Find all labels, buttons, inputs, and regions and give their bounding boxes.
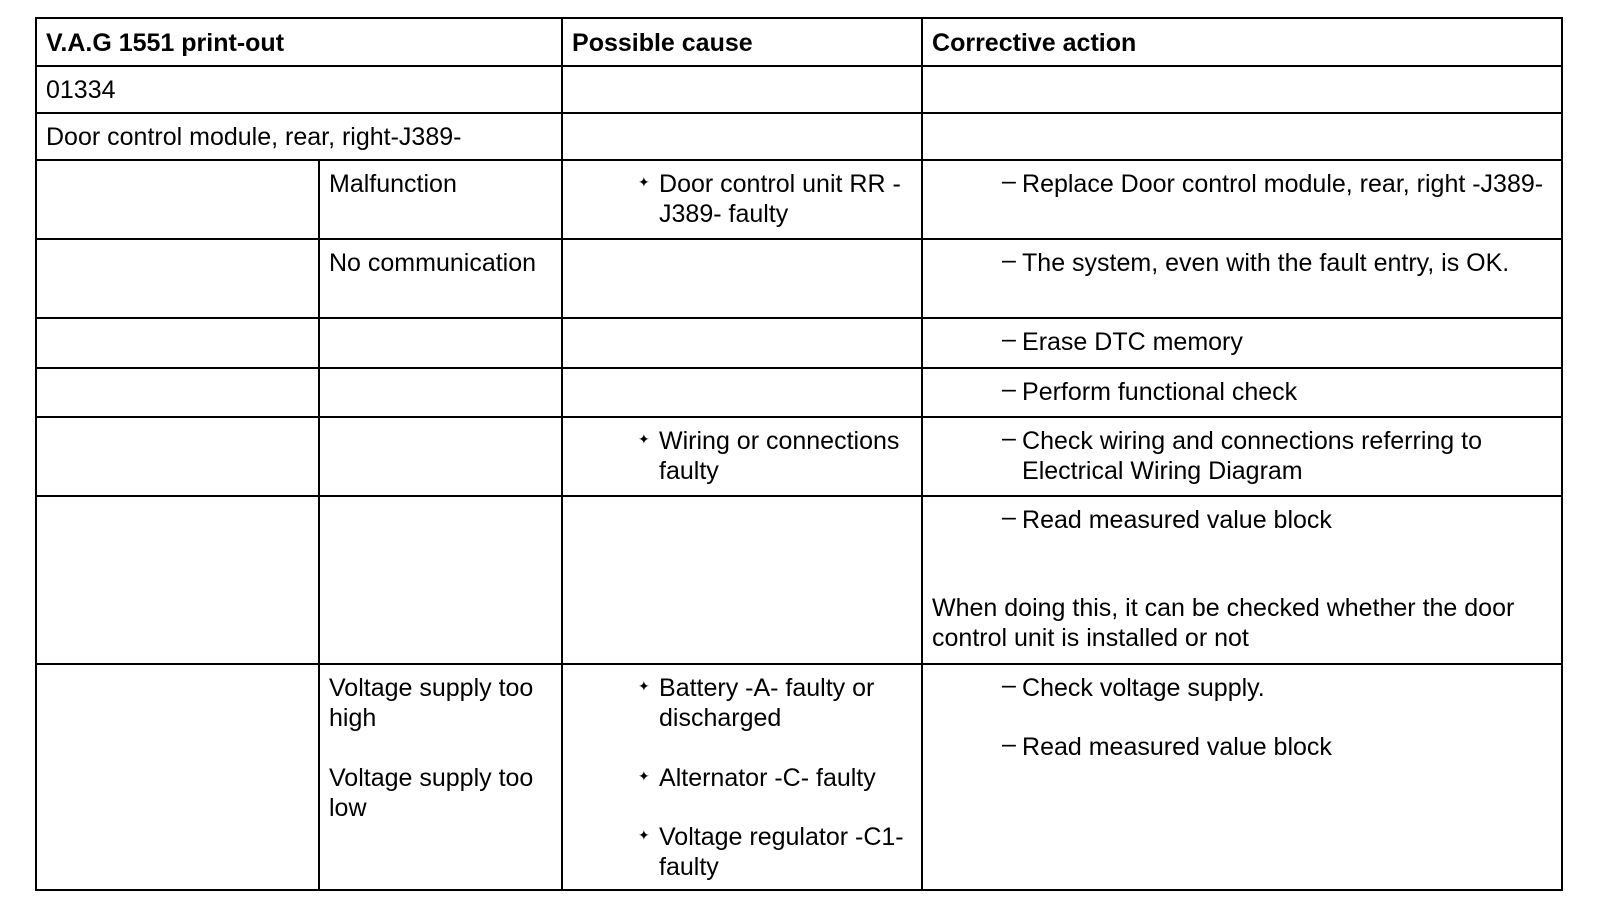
action-cell: – Check wiring and connections referring…: [921, 416, 1564, 497]
empty-cell: [317, 317, 564, 369]
empty-cell: [921, 65, 1564, 114]
action-item: – Erase DTC memory: [932, 327, 1552, 357]
bullet-icon: ✦: [638, 678, 650, 694]
dash-icon: –: [1002, 167, 1016, 195]
fault-code: 01334: [34, 65, 564, 114]
cause-item: ✦ Door control unit RR -J389- faulty: [572, 169, 912, 229]
action-cell: – The system, even with the fault entry,…: [921, 238, 1564, 319]
table-row-voltage: Voltage supply too high Voltage supply t…: [35, 663, 1564, 891]
dash-icon: –: [1002, 325, 1016, 353]
action-cell: – Erase DTC memory: [921, 317, 1564, 369]
action-cell: – Check voltage supply. – Read measured …: [921, 663, 1564, 891]
table-row-no-communication: No communication – The system, even with…: [35, 238, 1564, 319]
empty-cell: [35, 238, 320, 319]
cause-cell: ✦ Door control unit RR -J389- faulty: [561, 159, 924, 240]
empty-cell: [35, 663, 320, 891]
empty-cell: [317, 416, 564, 497]
symptom-malfunction: Malfunction: [317, 159, 564, 240]
table-row-malfunction: Malfunction ✦ Door control unit RR -J389…: [35, 159, 1564, 240]
dash-icon: –: [1002, 503, 1016, 531]
empty-cell: [317, 495, 564, 665]
dash-icon: –: [1002, 424, 1016, 452]
action-text: Read measured value block: [1022, 506, 1332, 534]
empty-cell: [561, 495, 924, 665]
cause-cell: ✦ Battery -A- faulty or discharged ✦ Alt…: [561, 663, 924, 891]
cause-text: Battery -A- faulty or discharged: [659, 674, 875, 732]
action-cell: – Replace Door control module, rear, rig…: [921, 159, 1564, 240]
component-row: Door control module, rear, right-J389-: [34, 112, 1564, 161]
bullet-icon: ✦: [638, 174, 650, 190]
empty-cell: [561, 317, 924, 369]
cause-item: ✦ Alternator -C- faulty: [572, 763, 912, 793]
action-cell: – Perform functional check: [921, 367, 1564, 418]
cause-text: Wiring or connections faulty: [659, 427, 900, 485]
empty-cell: [35, 159, 320, 240]
cause-item: ✦ Battery -A- faulty or discharged: [572, 673, 912, 733]
dash-icon: –: [1002, 375, 1016, 403]
header-possible-cause: Possible cause: [561, 17, 924, 67]
fault-code-row: 01334: [34, 65, 1564, 114]
symptom-voltage-high: Voltage supply too high: [329, 674, 534, 732]
action-text: Erase DTC memory: [1022, 328, 1243, 356]
cause-item: ✦ Wiring or connections faulty: [572, 426, 912, 486]
cause-text: Alternator -C- faulty: [659, 764, 876, 792]
cause-cell: ✦ Wiring or connections faulty: [561, 416, 924, 497]
cause-text: Door control unit RR -J389- faulty: [659, 170, 901, 228]
action-text: Check wiring and connections referring t…: [1022, 427, 1482, 485]
table-row-wiring: ✦ Wiring or connections faulty – Check w…: [35, 416, 1564, 497]
symptom-cell: Voltage supply too high Voltage supply t…: [317, 663, 564, 891]
action-item: – Check wiring and connections referring…: [932, 426, 1552, 486]
action-item: – The system, even with the fault entry,…: [932, 248, 1552, 278]
empty-cell: [317, 367, 564, 418]
empty-cell: [561, 65, 924, 114]
bullet-icon: ✦: [638, 768, 650, 784]
table-row-functional-check: – Perform functional check: [35, 367, 1564, 418]
table-row-erase: – Erase DTC memory: [35, 317, 1564, 369]
action-item: – Check voltage supply.: [932, 673, 1552, 703]
action-item: – Read measured value block: [932, 732, 1552, 762]
action-text: Replace Door control module, rear, right…: [1022, 170, 1544, 198]
dash-icon: –: [1002, 730, 1016, 758]
dash-icon: –: [1002, 671, 1016, 699]
action-text: The system, even with the fault entry, i…: [1022, 249, 1510, 277]
action-item: – Perform functional check: [932, 377, 1552, 407]
cause-text: Voltage regulator -C1- faulty: [659, 823, 904, 881]
bullet-icon: ✦: [638, 431, 650, 447]
empty-cell: [35, 317, 320, 369]
empty-cell: [561, 367, 924, 418]
empty-cell: [35, 416, 320, 497]
fault-table: V.A.G 1551 print-out Possible cause Corr…: [34, 17, 1564, 891]
dash-icon: –: [1002, 246, 1016, 274]
header-corrective-action: Corrective action: [921, 17, 1564, 67]
symptom-no-communication: No communication: [317, 238, 564, 319]
bullet-icon: ✦: [638, 827, 650, 843]
empty-cell: [35, 367, 320, 418]
empty-cell: [561, 238, 924, 319]
symptom-voltage-low: Voltage supply too low: [329, 764, 534, 822]
action-text: Read measured value block: [1022, 733, 1332, 761]
empty-cell: [921, 112, 1564, 161]
header-printout: V.A.G 1551 print-out: [34, 17, 564, 67]
action-cell: – Read measured value block When doing t…: [921, 495, 1564, 665]
action-text: Perform functional check: [1022, 378, 1298, 406]
action-text: Check voltage supply.: [1022, 674, 1265, 702]
action-item: – Read measured value block: [932, 505, 1552, 535]
empty-cell: [561, 112, 924, 161]
cause-item: ✦ Voltage regulator -C1- faulty: [572, 822, 912, 882]
action-note: When doing this, it can be checked wheth…: [932, 594, 1515, 652]
header-row: V.A.G 1551 print-out Possible cause Corr…: [34, 17, 1564, 67]
empty-cell: [35, 495, 320, 665]
component-name: Door control module, rear, right-J389-: [34, 112, 564, 161]
action-item: – Replace Door control module, rear, rig…: [932, 169, 1552, 199]
table-row-measured-value: – Read measured value block When doing t…: [35, 495, 1564, 665]
